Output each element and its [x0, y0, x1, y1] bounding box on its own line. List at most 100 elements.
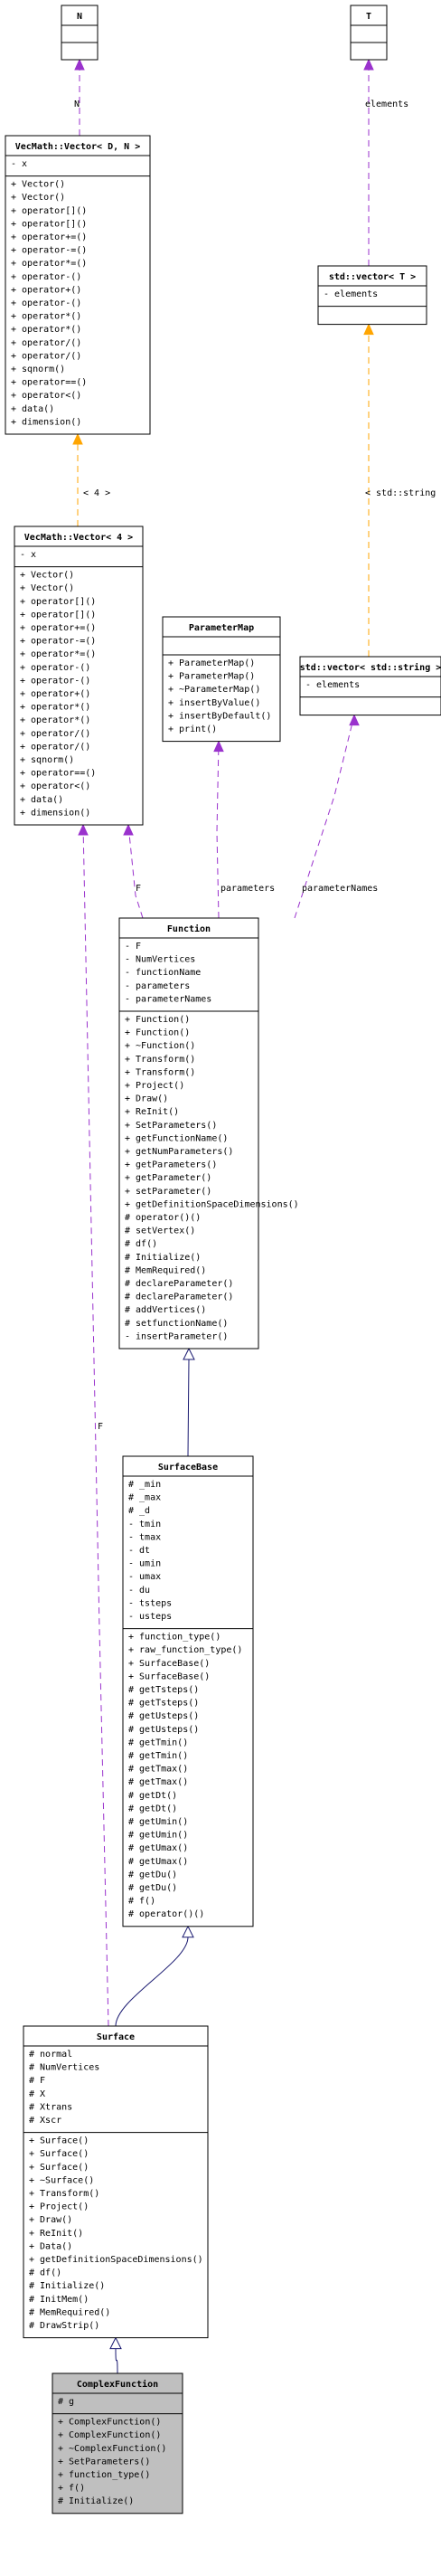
class-method: # InitMem()	[29, 2295, 89, 2305]
edge-line	[127, 824, 144, 919]
class-method: + Project()	[29, 2202, 89, 2212]
class-method: # getDt()	[128, 1804, 177, 1814]
class-method: # getTsteps()	[128, 1699, 199, 1709]
class-method: # declareParameter()	[125, 1279, 233, 1289]
class-attribute: - functionName	[125, 968, 201, 978]
class-attribute: - tsteps	[128, 1598, 172, 1608]
class-method: + operator/()	[11, 351, 81, 361]
class-method: + Vector()	[20, 571, 74, 581]
class-stdvecStr[interactable]: std::vector< std::string >- elements	[299, 656, 441, 716]
class-method: # getUsteps()	[128, 1725, 199, 1735]
class-method: # getUmin()	[128, 1817, 188, 1827]
class-paramMap[interactable]: ParameterMap+ ParameterMap()+ ParameterM…	[162, 616, 281, 743]
class-method: + getNumParameters()	[125, 1147, 233, 1157]
class-method: + Transform()	[125, 1055, 195, 1065]
class-method: + SetParameters()	[58, 2457, 150, 2467]
class-attribute: - elements	[324, 289, 378, 299]
class-method: + Vector()	[11, 193, 65, 203]
class-method: + Vector()	[11, 180, 65, 190]
class-method: + setParameter()	[125, 1187, 211, 1197]
class-method: + operator*()	[20, 715, 90, 725]
class-method: # df()	[29, 2268, 61, 2278]
class-attribute: # _d	[128, 1506, 150, 1516]
class-method: + ReInit()	[29, 2229, 83, 2239]
class-title: VecMath::Vector< D, N >	[15, 142, 140, 152]
class-method: + Vector()	[20, 583, 74, 593]
class-method: # setVertex()	[125, 1226, 195, 1236]
class-surfaceBase[interactable]: SurfaceBase# _min# _max# _d- tmin- tmax-…	[122, 1455, 254, 1927]
class-method: + operator[]()	[11, 219, 87, 229]
arrow-head	[78, 823, 89, 836]
class-method: + operator==()	[11, 378, 87, 388]
class-method: + operator[]()	[20, 597, 96, 607]
class-method: # df()	[125, 1239, 157, 1249]
class-method: # operator()()	[125, 1213, 201, 1223]
class-method: + sqnorm()	[11, 365, 65, 374]
edge-vec4-function: F	[123, 823, 144, 919]
edge-line	[115, 2348, 118, 2374]
class-title: std::vector< T >	[329, 272, 416, 282]
class-method: + getDefinitionSpaceDimensions()	[125, 1199, 299, 1209]
class-t[interactable]: T	[350, 5, 388, 61]
class-attribute: - tmax	[128, 1532, 161, 1542]
edge-vec4-surface: F	[78, 823, 109, 2027]
class-title: VecMath::Vector< 4 >	[24, 533, 133, 543]
class-method: + operator+=()	[20, 623, 96, 633]
class-attribute: - x	[20, 550, 36, 560]
class-method: + ReInit()	[125, 1107, 179, 1117]
class-box	[61, 5, 99, 61]
class-method: # getDu()	[128, 1870, 177, 1880]
class-box	[162, 616, 281, 743]
class-attribute: # _max	[128, 1493, 161, 1503]
class-method: # MemRequired()	[125, 1265, 206, 1275]
class-title: SurfaceBase	[158, 1463, 218, 1473]
class-method: + SetParameters()	[125, 1121, 217, 1131]
class-n[interactable]: N	[61, 5, 99, 61]
class-complexFunction[interactable]: ComplexFunction# g+ ComplexFunction()+ C…	[52, 2372, 183, 2514]
class-method: + ~ComplexFunction()	[58, 2444, 166, 2454]
class-box	[14, 526, 144, 826]
class-attribute: # normal	[29, 2050, 72, 2060]
class-method: + Data()	[29, 2241, 72, 2251]
class-attribute: - usteps	[128, 1612, 172, 1622]
class-method: + SurfaceBase()	[128, 1659, 210, 1669]
edge-parammap-function: parameters	[213, 740, 275, 919]
edge-n-vecN: N	[74, 58, 85, 136]
class-method: + insertByDefault()	[168, 711, 271, 721]
inherit-complexfunction-surface	[109, 2336, 122, 2374]
class-box	[299, 656, 441, 716]
class-box	[350, 5, 388, 61]
class-surface[interactable]: Surface# normal# NumVertices# F# X# Xtra…	[23, 2025, 209, 2339]
class-method: + operator*=()	[11, 259, 87, 269]
class-attribute: # X	[29, 2089, 45, 2099]
class-function[interactable]: Function- F- NumVertices- functionName- …	[118, 917, 299, 1350]
class-box	[122, 1455, 254, 1927]
class-attribute: - du	[128, 1586, 150, 1596]
class-stdvecT[interactable]: std::vector< T >- elements	[317, 265, 427, 326]
class-method: + operator[]()	[20, 610, 96, 620]
class-box	[52, 2372, 183, 2514]
class-method: + Draw()	[125, 1094, 168, 1104]
class-title: ComplexFunction	[77, 2379, 158, 2390]
class-method: # declareParameter()	[125, 1293, 233, 1302]
inherit-surface-surfacebase	[115, 1925, 194, 2027]
class-method: + ParameterMap()	[168, 672, 255, 682]
class-method: + f()	[58, 2484, 85, 2494]
class-attribute: - x	[11, 159, 27, 169]
class-method: + Project()	[125, 1081, 184, 1091]
class-title: T	[366, 12, 371, 22]
arrow-head	[363, 58, 374, 71]
class-method: + function_type()	[128, 1633, 220, 1643]
class-method: # f()	[128, 1897, 155, 1907]
class-vecN[interactable]: VecMath::Vector< D, N >- x+ Vector()+ Ve…	[5, 135, 151, 435]
class-method: + getParameters()	[125, 1160, 217, 1170]
class-vec4[interactable]: VecMath::Vector< 4 >- x+ Vector()+ Vecto…	[14, 526, 144, 826]
edge-t-stdvecT: elements	[363, 58, 408, 266]
inheritance-triangle	[182, 1925, 194, 1938]
class-method: + ~Surface()	[29, 2175, 94, 2185]
class-method: # getTmin()	[128, 1738, 188, 1747]
class-method: + operator*=()	[20, 649, 96, 659]
class-method: # setfunctionName()	[125, 1319, 228, 1329]
class-method: # getUsteps()	[128, 1711, 199, 1721]
